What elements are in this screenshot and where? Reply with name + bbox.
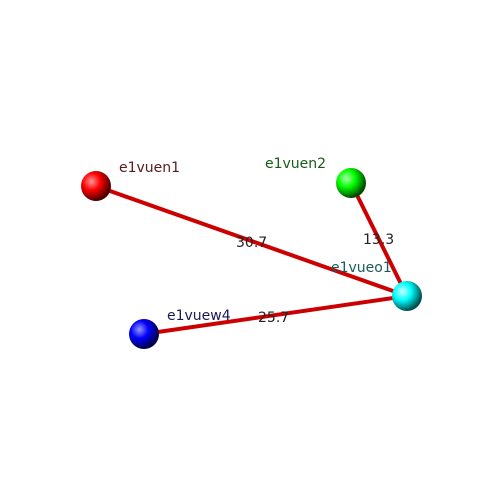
edge-label-e1vuew4-e1vueo1: 25.7 (258, 310, 289, 326)
node-label-e1vuen2: e1vuen2 (265, 156, 326, 172)
node-e1vuen2 (336, 168, 366, 198)
node-label-e1vuen1: e1vuen1 (119, 160, 180, 176)
edge-label-e1vuen1-e1vueo1: 30.7 (236, 235, 267, 251)
node-label-e1vuew4: e1vuew4 (167, 308, 231, 324)
edge-label-e1vuen2-e1vueo1: 13.3 (363, 232, 394, 248)
edge-e1vuen2-e1vueo1 (349, 182, 409, 297)
node-e1vuew4 (129, 319, 159, 349)
edge-e1vuen1-e1vueo1 (95, 184, 408, 298)
node-e1vueo1 (392, 281, 422, 311)
edge-e1vuew4-e1vueo1 (143, 294, 408, 336)
node-label-e1vueo1: e1vueo1 (331, 260, 392, 276)
node-e1vuen1 (81, 171, 111, 201)
